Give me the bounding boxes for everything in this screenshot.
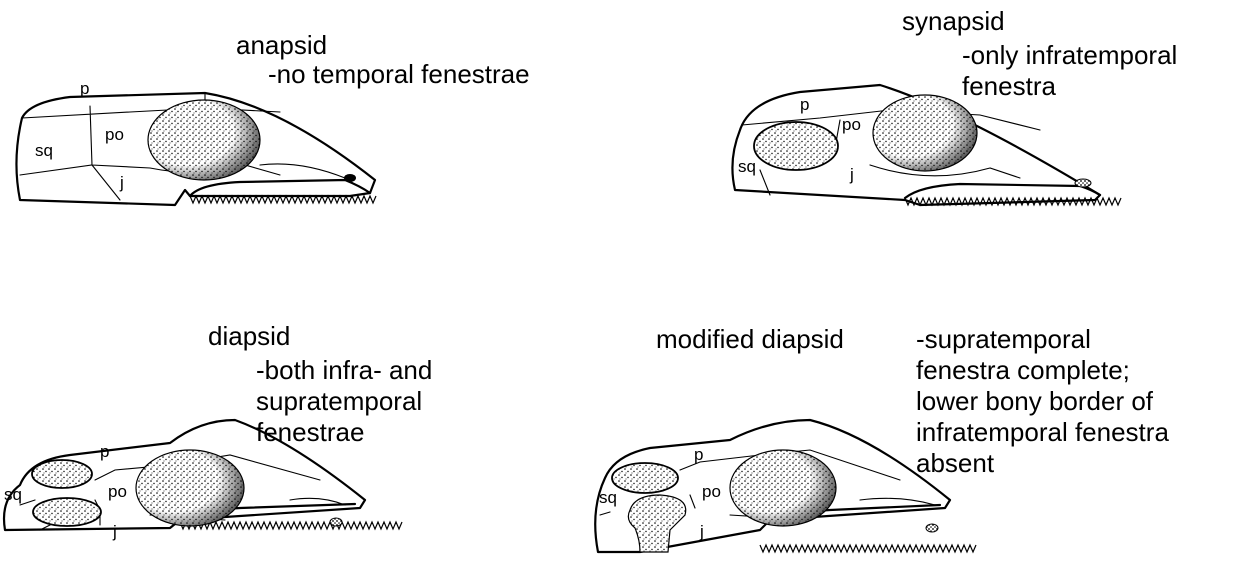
- diapsid-naris: [330, 518, 342, 526]
- synapsid-jaw-line: [905, 184, 1100, 198]
- anapsid-label-p: p: [80, 79, 89, 98]
- anapsid-label-sq: sq: [35, 141, 53, 160]
- synapsid-label-j: j: [849, 165, 854, 184]
- synapsid-label-po: po: [842, 115, 861, 134]
- anapsid-label-j: j: [119, 173, 124, 192]
- modified-diapsid-label-p: p: [694, 445, 703, 464]
- diapsid-title: diapsid: [208, 321, 290, 352]
- anapsid-label-po: po: [105, 125, 124, 144]
- synapsid-infratemporal-fenestra: [754, 122, 838, 170]
- modified-diapsid-label-po: po: [702, 482, 721, 501]
- anapsid-title: anapsid: [236, 30, 327, 61]
- anapsid-naris: [344, 174, 356, 182]
- modified-diapsid-teeth: [760, 545, 976, 552]
- diapsid-label-j: j: [112, 522, 117, 541]
- modified-diapsid-infratemporal-fenestra: [628, 495, 685, 552]
- synapsid-description: -only infratemporal fenestra: [962, 40, 1177, 102]
- diapsid-description: -both infra- and supratemporal fenestrae: [256, 355, 432, 448]
- diapsid-infratemporal-fenestra: [33, 498, 101, 526]
- diapsid-label-po: po: [108, 482, 127, 501]
- anapsid-skull: p sq po j: [16, 79, 376, 205]
- synapsid-title: synapsid: [902, 6, 1005, 37]
- diapsid-label-p: p: [100, 442, 109, 461]
- diapsid-supratemporal-fenestra: [32, 460, 92, 488]
- modified-diapsid-naris: [926, 524, 938, 532]
- anapsid-jaw-line: [190, 180, 370, 196]
- diapsid-teeth: [180, 522, 402, 529]
- modified-diapsid-title: modified diapsid: [656, 324, 844, 355]
- synapsid-label-sq: sq: [738, 157, 756, 176]
- synapsid-skull: p sq po j: [732, 85, 1121, 205]
- anapsid-description: -no temporal fenestrae: [268, 59, 530, 90]
- synapsid-label-p: p: [800, 95, 809, 114]
- diapsid-label-sq: sq: [4, 485, 22, 504]
- synapsid-naris: [1075, 179, 1091, 187]
- modified-diapsid-description: -supratemporal fenestra complete; lower …: [916, 324, 1169, 479]
- modified-diapsid-label-sq: sq: [599, 488, 617, 507]
- modified-diapsid-label-j: j: [699, 522, 704, 541]
- modified-diapsid-supratemporal-fenestra: [612, 463, 678, 493]
